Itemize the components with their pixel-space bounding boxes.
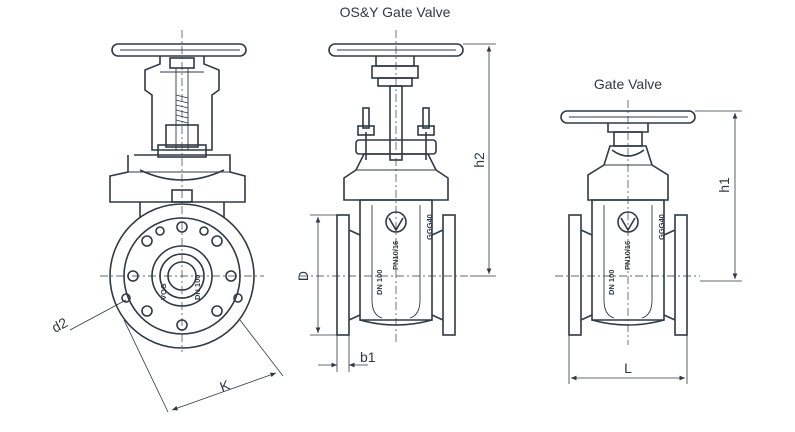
front-mark-pn: PN10/16: [391, 241, 400, 270]
gate-mark-material: GGG40: [657, 214, 666, 240]
side-mark-dn: DN 100: [193, 275, 202, 300]
dim-b1-label: b1: [360, 349, 376, 365]
d2-leader: [69, 299, 127, 331]
dim-d-label: D: [295, 271, 311, 281]
gate-valve-title: Gate Valve: [594, 76, 662, 92]
gate-mark-dn: DN 100: [607, 270, 616, 295]
dim-k-label: K: [218, 376, 233, 394]
gate-front-view: DN 100 PN10/16 GGG40: [555, 100, 700, 345]
front-mark-dn: DN 100: [375, 270, 384, 295]
osy-gate-valve-title: OS&Y Gate Valve: [340, 4, 451, 20]
front-mark-material: GGG40: [425, 214, 434, 240]
side-mark-brand: VOG: [159, 283, 168, 300]
gate-mark-pn: PN10/16: [623, 241, 632, 270]
dim-h2-label: h2: [471, 152, 487, 168]
osy-front-view: DN 100 PN10/16 GGG40: [300, 30, 470, 345]
osy-side-view: VOG DN 100: [100, 30, 264, 352]
dim-d2-label: d2: [49, 314, 70, 336]
dim-h1-label: h1: [716, 177, 732, 193]
dim-l-label: L: [624, 360, 632, 376]
dim-k-line: [171, 372, 277, 411]
